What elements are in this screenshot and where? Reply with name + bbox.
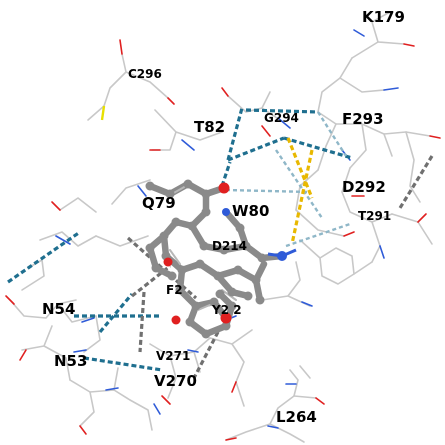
ligand-nitrogen-stub — [267, 248, 297, 258]
ligand-carbon-atoms — [145, 179, 267, 339]
label-f2xx: F2 — [166, 283, 183, 297]
oxygen-atom-stubs — [5, 39, 441, 441]
label-d214: D214 — [212, 239, 247, 253]
sulfur-atom-stub — [100, 105, 106, 121]
label-v271: V271 — [156, 349, 190, 363]
label-q79: Q79 — [142, 194, 176, 212]
label-v270: V270 — [154, 372, 197, 390]
label-k179: K179 — [362, 8, 405, 26]
residue-labels: K179 C296 T82 G294 F293 D292 Q79 W80 D21… — [42, 8, 405, 426]
protein-backbone-wireframe — [9, 11, 433, 443]
label-d292: D292 — [342, 178, 386, 196]
label-y2xx: Y2 2 — [211, 303, 242, 317]
label-c296: C296 — [128, 67, 162, 81]
label-l264: L264 — [276, 408, 317, 426]
pi-stacking-contacts — [286, 137, 314, 245]
label-w80: W80 — [232, 202, 269, 220]
ligand-oxygen-atoms — [163, 182, 232, 325]
hydrophobic-contacts — [126, 155, 434, 379]
label-g294: G294 — [264, 111, 299, 125]
label-t82: T82 — [194, 118, 225, 136]
label-f293: F293 — [342, 110, 384, 128]
label-n53: N53 — [54, 352, 87, 370]
ligand-ball-and-stick — [145, 179, 297, 339]
hydrogen-bond-contacts — [7, 107, 353, 372]
label-t291: T291 — [358, 209, 391, 223]
nitrogen-atom-stubs — [55, 29, 399, 429]
label-n54: N54 — [42, 300, 75, 318]
